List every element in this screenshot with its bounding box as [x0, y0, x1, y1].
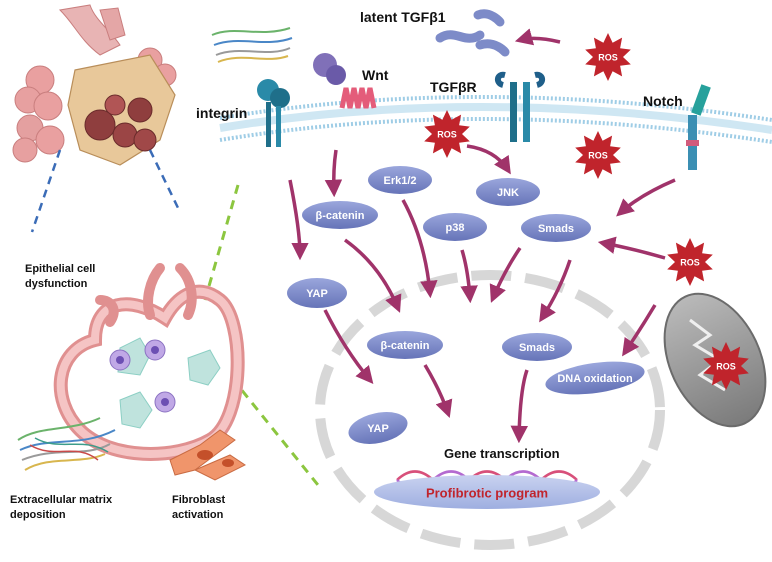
pathway-arrow — [343, 238, 402, 313]
profibrotic-program-bar — [374, 475, 600, 509]
ecm-label-line2: deposition — [10, 509, 66, 521]
alveolus-section — [53, 263, 245, 461]
node-label: β-catenin — [316, 210, 365, 222]
node-oval — [476, 178, 540, 206]
ros-label: ROS — [680, 257, 700, 267]
node-oval — [302, 201, 378, 229]
pathway-arrow — [510, 369, 529, 444]
ros-burst-membrane: ROS — [424, 110, 470, 158]
node-smads-cytoplasm: Smads — [521, 214, 591, 242]
latent-tgfb1-label: latent TGFβ1 — [360, 9, 446, 25]
alveoli-illustration — [12, 4, 177, 166]
ros-burst-shape — [585, 33, 631, 81]
epithelial-caption: Epithelial cell dysfunction — [25, 263, 95, 290]
node-label: Smads — [519, 342, 555, 354]
zoom-line-right — [148, 149, 182, 213]
node-p38: p38 — [423, 213, 487, 241]
latent-tgfb1-protein — [435, 9, 510, 57]
node-oval — [367, 331, 443, 359]
node-oval — [521, 214, 591, 242]
ros-burst-top: ROS — [585, 33, 631, 81]
pathway-arrow — [514, 28, 561, 46]
pathway-arrow — [466, 144, 511, 175]
ros-burst-shape — [424, 110, 470, 158]
node-oval — [545, 361, 645, 395]
notch-receptor — [686, 84, 711, 170]
node-label: JNK — [497, 187, 519, 199]
pathway-arrow — [622, 304, 657, 357]
node-yap-nucleus: YAP — [348, 412, 408, 444]
zoom-line-left — [30, 149, 62, 233]
node-jnk: JNK — [476, 178, 540, 206]
ros-label: ROS — [598, 52, 618, 62]
ros-label: ROS — [437, 129, 457, 139]
ecm-fibers-small — [211, 27, 293, 63]
pathway-arrow — [539, 259, 572, 323]
tgfbr-label: TGFβR — [430, 79, 477, 95]
ros-burst-right: ROS — [667, 238, 713, 286]
tgfbr-receptor — [495, 71, 545, 142]
node-beta-catenin-cytoplasm: β-catenin — [302, 201, 378, 229]
epithelial-label-line1: Epithelial cell — [25, 263, 95, 275]
green-zoom-line-top — [203, 184, 240, 301]
pathway-arrow — [423, 364, 453, 418]
wnt-label: Wnt — [362, 67, 389, 83]
node-label: YAP — [306, 288, 328, 300]
green-zoom-line-bottom — [230, 377, 324, 491]
integrin-receptor — [257, 79, 290, 147]
nucleus-envelope — [315, 270, 665, 550]
node-yap-cytoplasm: YAP — [287, 278, 347, 308]
node-erk: Erk1/2 — [368, 166, 432, 194]
fibroblast-illustration — [169, 429, 246, 481]
ros-label: ROS — [588, 150, 608, 160]
pathway-arrow — [324, 149, 343, 198]
notch-label: Notch — [643, 93, 683, 109]
node-beta-catenin-nucleus: β-catenin — [367, 331, 443, 359]
ecm-fibers-illustration — [17, 417, 116, 471]
ecm-caption: Extracellular matrix deposition — [10, 494, 113, 521]
ros-burst-mitochondria: ROS — [703, 342, 749, 390]
pathway-arrow — [288, 179, 309, 261]
node-oval — [287, 278, 347, 308]
pathway-arrow — [401, 199, 438, 299]
node-label: p38 — [446, 222, 465, 234]
pathway-arrow — [616, 178, 676, 217]
node-oval — [368, 166, 432, 194]
node-smads-nucleus: Smads — [502, 333, 572, 361]
pathway-arrow — [597, 236, 666, 260]
pathway-arrow — [460, 249, 478, 304]
ros-burst-middle: ROS — [575, 131, 621, 179]
ros-burst-shape — [667, 238, 713, 286]
node-oval — [502, 333, 572, 361]
node-oval — [423, 213, 487, 241]
node-oval — [348, 412, 408, 444]
ecm-label-line1: Extracellular matrix — [10, 494, 113, 506]
node-label: β-catenin — [381, 340, 430, 352]
epithelial-label-line2: dysfunction — [25, 278, 88, 290]
profibrotic-program-label: Profibrotic program — [426, 485, 548, 500]
node-label: Smads — [538, 223, 574, 235]
node-label: YAP — [367, 423, 389, 435]
fibroblast-caption: Fibroblast activation — [172, 494, 226, 521]
node-dna-oxidation: DNA oxidation — [545, 361, 645, 395]
node-label: DNA oxidation — [557, 373, 633, 385]
integrin-label: integrin — [196, 105, 247, 121]
fibroblast-label-line1: Fibroblast — [172, 494, 226, 506]
pathway-arrow — [323, 309, 374, 385]
pathway-arrow — [489, 247, 522, 303]
signaling-arrows — [288, 28, 676, 444]
node-label: Erk1/2 — [383, 175, 416, 187]
ros-burst-shape — [575, 131, 621, 179]
gene-transcription-label: Gene transcription — [444, 446, 560, 461]
ros-burst-shape — [703, 342, 749, 390]
wnt-receptor — [313, 53, 377, 109]
fibroblast-label-line2: activation — [172, 509, 224, 521]
ros-label: ROS — [716, 361, 736, 371]
